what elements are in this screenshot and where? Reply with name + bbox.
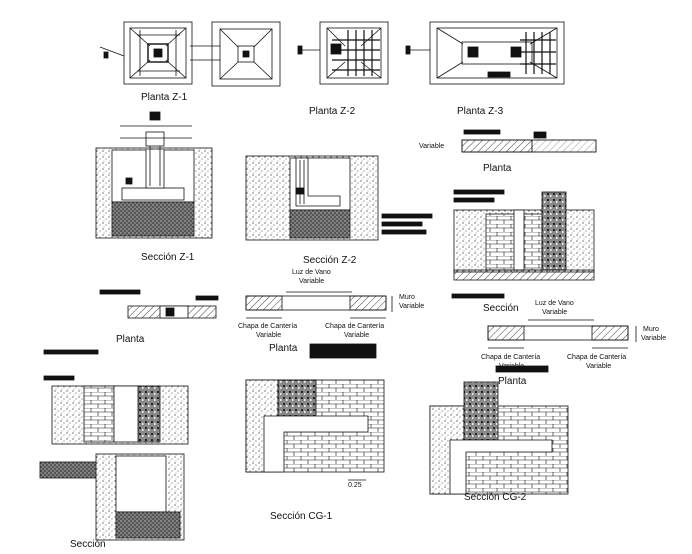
planta-z3-drawing [405, 21, 565, 85]
label-chapa-3: Chapa de Cantería [481, 354, 541, 361]
label-luz-vano-1-v: Variable [299, 278, 325, 285]
label-muro-1: Muro [399, 294, 415, 301]
label-seccion-a: Sección [483, 303, 519, 314]
label-planta-z2: Planta Z-2 [309, 106, 356, 117]
seccion-z2-drawing [245, 155, 433, 241]
label-dim-025: 0.25 [348, 482, 362, 489]
label-chapa-2-v: Variable [344, 332, 370, 339]
label-planta-c: Planta [269, 343, 298, 354]
seccion-z1-drawing [95, 111, 213, 239]
label-muro-2: Muro [643, 326, 659, 333]
seccion-bl-drawing [39, 349, 189, 541]
label-muro-2-v: Variable [641, 335, 667, 342]
planta-left-drawing [99, 289, 219, 319]
label-chapa-1-v: Variable [256, 332, 282, 339]
planta-mid-drawing [245, 291, 393, 319]
planta-right-drawing [487, 319, 637, 349]
label-planta-d: Planta [498, 376, 527, 387]
label-seccion-b: Sección [70, 539, 106, 550]
label-chapa-4-v: Variable [586, 363, 612, 370]
label-luz-vano-2: Luz de Vano [535, 300, 574, 307]
label-planta-b: Planta [116, 334, 145, 345]
label-planta-z1: Planta Z-1 [141, 92, 188, 103]
label-chapa-4: Chapa de Cantería [567, 354, 627, 361]
planta-z1b-drawing [211, 21, 281, 87]
planta-z1-drawing [99, 21, 220, 85]
label-planta-a: Planta [483, 163, 512, 174]
seccion-cg1-drawing [245, 343, 385, 481]
label-luz-vano-2-v: Variable [542, 309, 568, 316]
label-muro-1-v: Variable [399, 303, 425, 310]
label-seccion-z2: Sección Z-2 [303, 255, 357, 266]
label-chapa-3-v: Variable [499, 363, 525, 370]
planta-z2-drawing [297, 21, 389, 85]
seccion-right-drawing [451, 189, 595, 299]
label-seccion-cg2: Sección CG-2 [464, 492, 527, 503]
label-chapa-1: Chapa de Cantería [238, 323, 298, 330]
label-seccion-cg1: Sección CG-1 [270, 511, 333, 522]
label-planta-z3: Planta Z-3 [457, 106, 504, 117]
label-luz-vano-1: Luz de Vano [292, 269, 331, 276]
label-variable: Variable [419, 143, 445, 150]
seccion-cg2-drawing [429, 365, 569, 495]
label-seccion-z1: Sección Z-1 [141, 252, 195, 263]
label-chapa-2: Chapa de Cantería [325, 323, 385, 330]
planta-tr-drawing [461, 129, 597, 153]
